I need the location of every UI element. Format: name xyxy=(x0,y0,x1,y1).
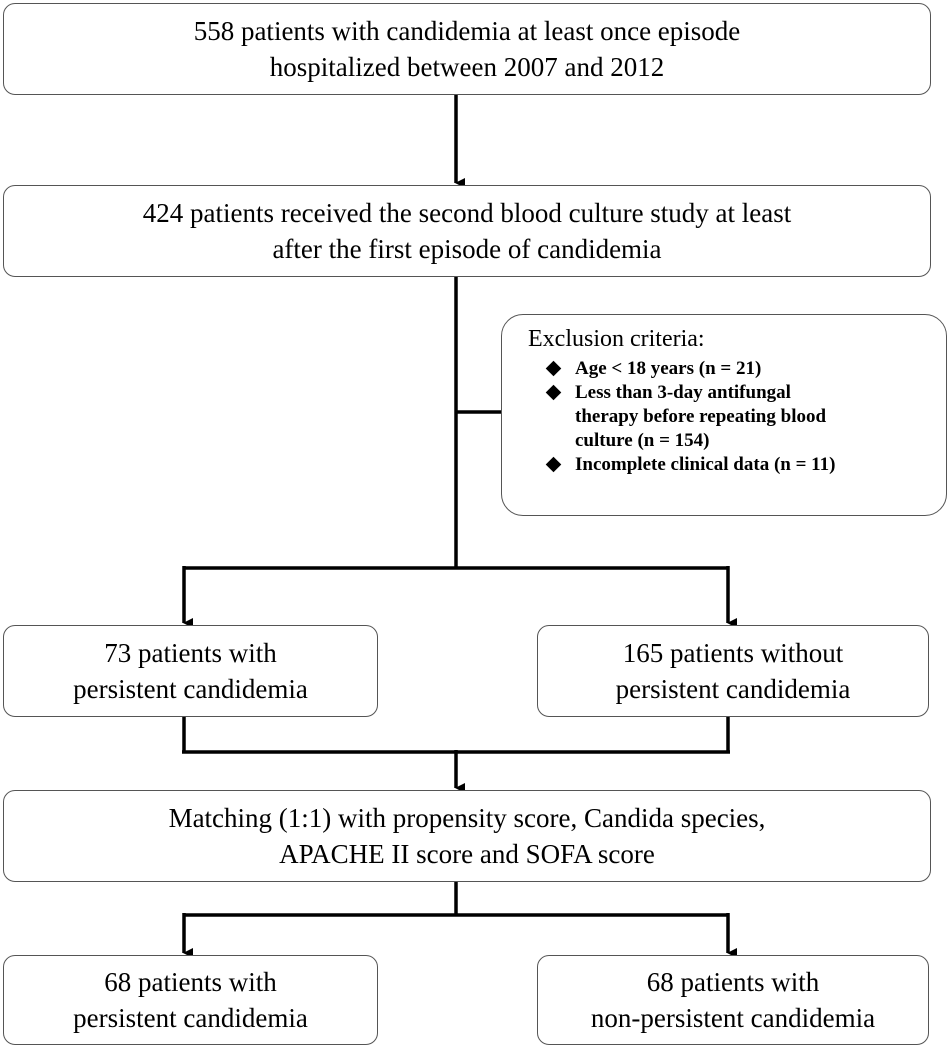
box-text-line: 73 patients with xyxy=(104,638,277,668)
exclusion-item: Age < 18 years (n = 21) xyxy=(528,357,936,381)
box-exclusion-criteria: Exclusion criteria: Age < 18 years (n = … xyxy=(501,314,947,516)
box-text-line: Matching (1:1) with propensity score, Ca… xyxy=(168,803,766,833)
box-text-line: 68 patients with xyxy=(104,967,277,997)
box-non-persistent-165: 165 patients without persistent candidem… xyxy=(537,625,929,717)
box-text-line: 558 patients with candidemia at least on… xyxy=(193,16,741,46)
box-text-line: hospitalized between 2007 and 2012 xyxy=(269,52,665,82)
box-all-candidemia-patients: 558 patients with candidemia at least on… xyxy=(3,3,931,95)
box-text-line: persistent candidemia xyxy=(73,1003,308,1033)
box-persistent-73: 73 patients with persistent candidemia xyxy=(3,625,378,717)
box-matching: Matching (1:1) with propensity score, Ca… xyxy=(3,790,931,882)
box-text-line: 424 patients received the second blood c… xyxy=(142,198,792,228)
box-persistent-68: 68 patients with persistent candidemia xyxy=(3,955,378,1045)
box-second-blood-culture: 424 patients received the second blood c… xyxy=(3,185,931,277)
diamond-bullet-icon xyxy=(545,456,562,473)
box-text-line: persistent candidemia xyxy=(615,674,851,704)
exclusion-item-text: Incomplete clinical data (n = 11) xyxy=(575,454,836,475)
exclusion-item: Incomplete clinical data (n = 11) xyxy=(528,453,936,477)
box-text-line: non-persistent candidemia xyxy=(590,1003,876,1033)
box-non-persistent-68: 68 patients with non-persistent candidem… xyxy=(537,955,929,1045)
diamond-bullet-icon xyxy=(545,384,562,401)
box-text-line: 165 patients without xyxy=(622,638,844,668)
box-text-line: APACHE II score and SOFA score xyxy=(279,839,655,869)
box-text-line: 68 patients with xyxy=(646,967,820,997)
exclusion-title: Exclusion criteria: xyxy=(528,326,705,352)
exclusion-item-text: Age < 18 years (n = 21) xyxy=(575,358,762,379)
diamond-bullet-icon xyxy=(545,360,562,377)
box-text-line: after the first episode of candidemia xyxy=(272,234,662,264)
box-text-line: persistent candidemia xyxy=(73,674,308,704)
exclusion-item-text: Less than 3-day antifungal therapy befor… xyxy=(575,382,827,451)
exclusion-item: Less than 3-day antifungal therapy befor… xyxy=(528,381,936,453)
